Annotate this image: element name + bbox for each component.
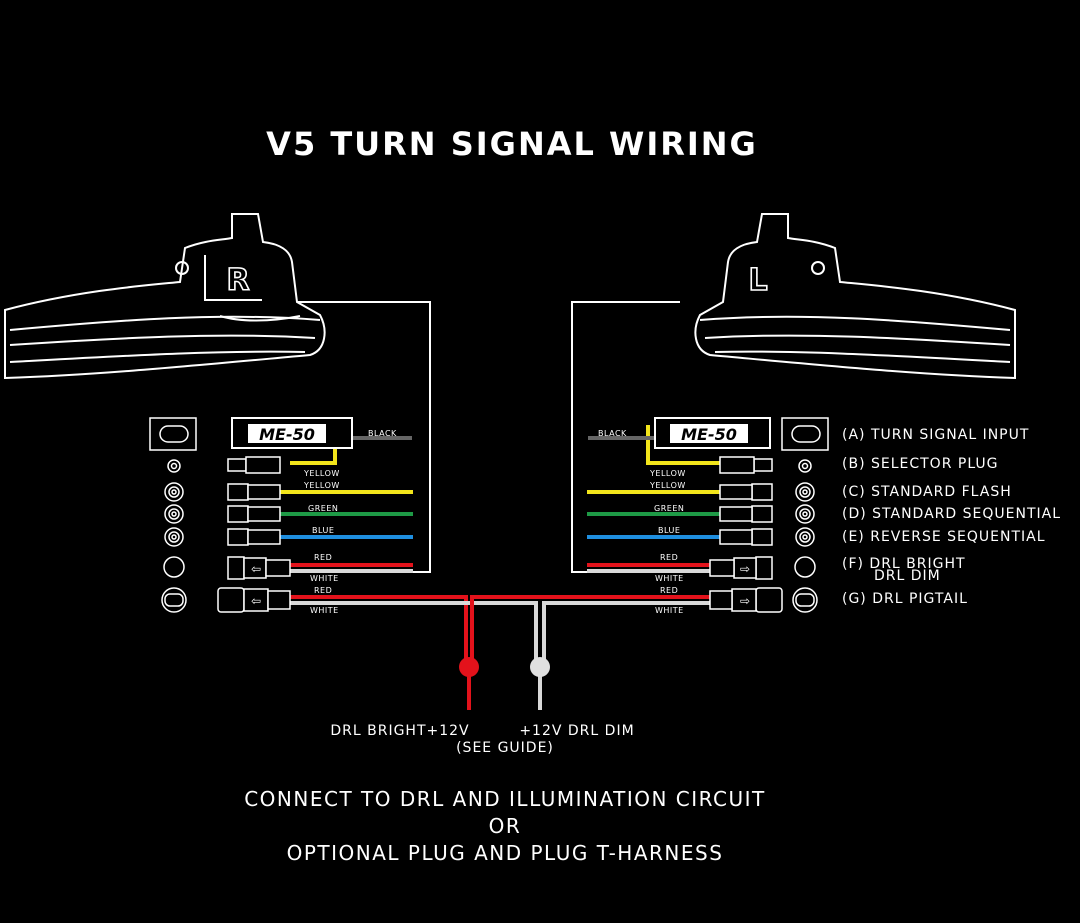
legend-d: (D) STANDARD SEQUENTIAL: [842, 506, 1061, 522]
wire-label-yellow: YELLOW: [303, 481, 340, 490]
left-harness-frame: [571, 301, 680, 573]
wire-label-red: RED: [660, 586, 678, 595]
wire-label-green: GREEN: [308, 504, 338, 513]
arrow-right-icon: ⇨: [740, 562, 750, 576]
footer-line3: OPTIONAL PLUG AND PLUG T-HARNESS: [287, 841, 724, 865]
arrow-right-icon: ⇨: [740, 594, 750, 608]
legend-e: (E) REVERSE SEQUENTIAL: [842, 529, 1046, 545]
see-guide-note: (SEE GUIDE): [456, 740, 554, 756]
legend-b: (B) SELECTOR PLUG: [842, 456, 999, 472]
wire-label-white: WHITE: [310, 574, 339, 583]
wire-label-black: BLACK: [368, 429, 397, 438]
plug-end-views-right: [781, 417, 829, 613]
white-pigtail-wire-l: [542, 601, 710, 668]
wire-label-yellow: YELLOW: [649, 469, 686, 478]
wire-label-white: WHITE: [310, 606, 339, 615]
white-pigtail-wire: [290, 601, 538, 668]
right-connectors: [217, 456, 291, 613]
diagram-title: V5 TURN SIGNAL WIRING: [266, 125, 758, 163]
right-housing-outline: [4, 213, 326, 380]
arrow-left-icon: ⇦: [251, 562, 261, 576]
wire-label-red: RED: [314, 586, 332, 595]
drl-dim-label: +12V DRL DIM: [519, 723, 634, 739]
drl-bright-label: DRL BRIGHT+12V: [330, 723, 469, 739]
me50-module-left: [654, 417, 771, 449]
wire-label-black: BLACK: [598, 429, 627, 438]
legend-f: (F) DRL BRIGHT: [842, 556, 966, 572]
left-housing-outline: [694, 213, 1016, 380]
legend-a: (A) TURN SIGNAL INPUT: [842, 427, 1029, 443]
left-connectors: [709, 456, 783, 613]
wire-label-white: WHITE: [655, 606, 684, 615]
me50-label-left: ME-50: [681, 425, 737, 444]
left-housing-letter: L: [748, 263, 767, 298]
legend-c: (C) STANDARD FLASH: [842, 484, 1012, 500]
footer-line1: CONNECT TO DRL AND ILLUMINATION CIRCUIT: [244, 787, 766, 811]
wire-label-blue: BLUE: [312, 526, 334, 535]
me50-module-right: [231, 417, 353, 449]
right-housing-letter: R: [226, 263, 249, 298]
me50-label-right: ME-50: [259, 425, 315, 444]
red-pigtail-wire-l: [470, 595, 710, 668]
wire-label-yellow: YELLOW: [649, 481, 686, 490]
left-side-wires: [470, 425, 720, 668]
red-pigtail-wire: [290, 595, 468, 668]
wire-label-green: GREEN: [654, 504, 684, 513]
right-side-wires: [280, 425, 538, 668]
wire-label-red: RED: [660, 553, 678, 562]
right-harness-frame: [297, 301, 431, 573]
plug-end-views-left: [149, 417, 197, 613]
legend-g: (G) DRL PIGTAIL: [842, 591, 968, 607]
wire-label-yellow: YELLOW: [303, 469, 340, 478]
drl-dim-terminal: [530, 657, 550, 677]
footer-line2: OR: [489, 814, 522, 838]
wire-label-white: WHITE: [655, 574, 684, 583]
wire-label-red: RED: [314, 553, 332, 562]
arrow-left-icon: ⇦: [251, 594, 261, 608]
wire-label-blue: BLUE: [658, 526, 680, 535]
legend-f-dim: DRL DIM: [874, 568, 941, 584]
drl-bright-terminal: [459, 657, 479, 677]
